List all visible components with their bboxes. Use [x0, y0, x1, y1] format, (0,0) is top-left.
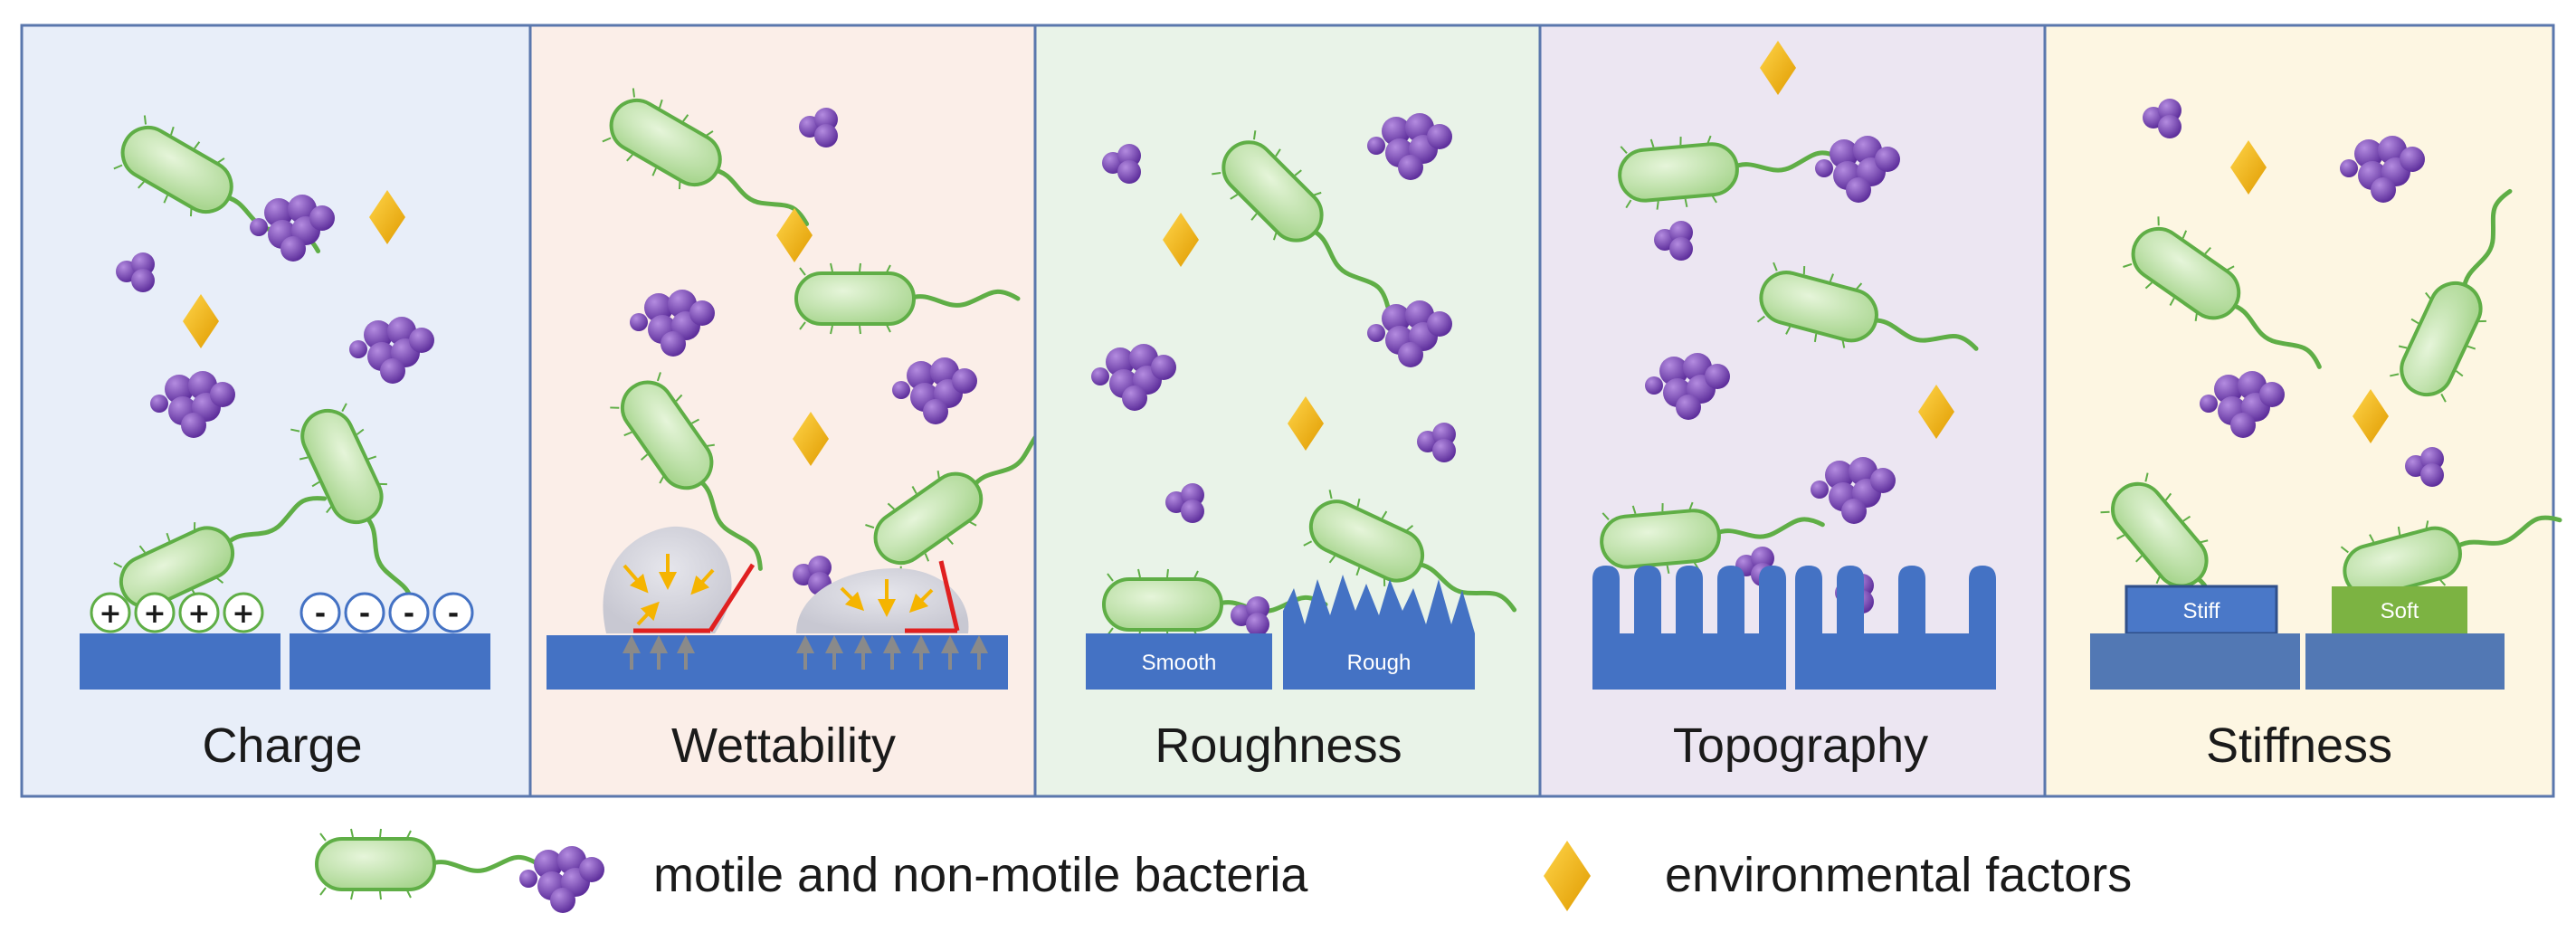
surface-energy-arrows	[623, 635, 988, 670]
negative-sign: -	[315, 598, 326, 630]
panel-title-charge: Charge	[202, 718, 362, 773]
stiff-label: Stiff	[2183, 599, 2220, 623]
panel-topography: Topography	[1538, 24, 2047, 798]
substrate-positive	[80, 633, 280, 690]
negative-charge-row: - - - -	[299, 592, 474, 633]
substrate-pillars-right	[1795, 566, 1996, 690]
positive-sign: +	[232, 598, 254, 630]
stiff-layer	[2124, 585, 2278, 635]
legend-bacteria-label: motile and non-motile bacteria	[653, 848, 1308, 902]
panel-roughness: Smooth Rough Roughness	[1033, 24, 1542, 798]
legend-cluster-icon	[519, 846, 604, 913]
panel-title-stiffness: Stiffness	[2206, 718, 2392, 773]
smooth-label: Smooth	[1142, 651, 1217, 675]
positive-sign: +	[143, 598, 166, 630]
soft-label: Soft	[2381, 599, 2419, 623]
panel-title-roughness: Roughness	[1155, 718, 1402, 773]
panel-title-topography: Topography	[1673, 718, 1928, 773]
negative-sign: -	[359, 598, 370, 630]
legend-bacterium-icon	[317, 829, 538, 899]
negative-sign: -	[404, 598, 414, 630]
legend: motile and non-motile bacteria environme…	[317, 829, 2132, 913]
substrate-smooth	[1086, 633, 1272, 690]
legend-diamond-icon	[1544, 841, 1591, 911]
substrate-pillars-left	[1592, 566, 1786, 690]
substrate-rough	[1283, 575, 1475, 690]
negative-sign: -	[448, 598, 459, 630]
positive-charge-row: + + + +	[90, 592, 264, 633]
rough-label: Rough	[1347, 651, 1412, 675]
substrate-wettability	[547, 635, 1008, 690]
panel-wettability: Wettability	[528, 24, 1082, 798]
positive-sign: +	[99, 598, 121, 630]
panel-stiffness: Stiff Soft Stiffness	[2043, 24, 2569, 798]
positive-sign: +	[187, 598, 210, 630]
panel-charge: + + + + - - - - Charge	[20, 24, 532, 798]
substrate-stiff	[2090, 633, 2300, 690]
hydrophilic-droplet	[796, 560, 969, 633]
legend-factors-label: environmental factors	[1665, 848, 2132, 902]
soft-layer	[2332, 586, 2467, 633]
panel-title-wettability: Wettability	[671, 718, 896, 773]
hydrophobic-droplet	[603, 526, 756, 633]
substrate-soft	[2305, 633, 2505, 690]
substrate-negative	[290, 633, 490, 690]
